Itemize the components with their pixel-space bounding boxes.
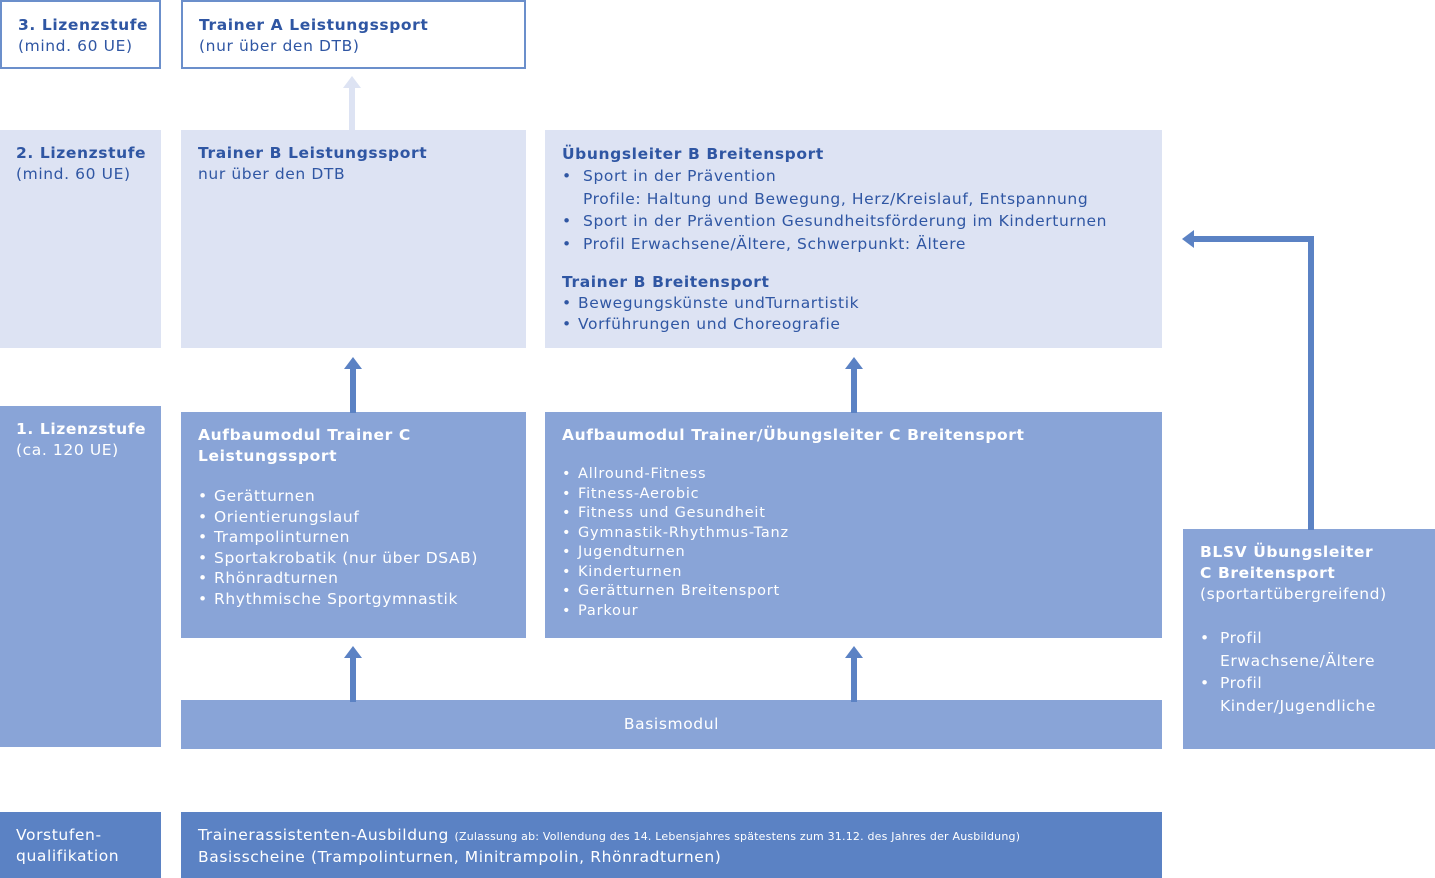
- trainer-b-leistung-box: Trainer B Leistungssport nur über den DT…: [181, 130, 526, 348]
- list-item: Rhönradturnen: [198, 568, 526, 589]
- trainer-a-sub: (nur über den DTB): [199, 37, 360, 55]
- aufbau-breiten-list: Allround-Fitness Fitness-Aerobic Fitness…: [562, 465, 1162, 621]
- list-item: Gerätturnen Breitensport: [562, 582, 1162, 602]
- uebungsleiter-b-title: Übungsleiter B Breitensport: [562, 145, 824, 163]
- prequal-main: Trainerassistenten-Ausbildung: [198, 826, 449, 844]
- arrow-trainer-b-to-a: [343, 76, 361, 132]
- aufbau-breiten-title: Aufbaumodul Trainer/Übungsleiter C Breit…: [562, 426, 1025, 444]
- level2-label-sub: (mind. 60 UE): [16, 165, 131, 183]
- aufbau-breiten-box: Aufbaumodul Trainer/Übungsleiter C Breit…: [545, 412, 1162, 638]
- level1-label-sub: (ca. 120 UE): [16, 441, 119, 459]
- blsv-title-line1: BLSV Übungsleiter: [1200, 543, 1374, 561]
- list-item: Rhythmische Sportgymnastik: [198, 589, 526, 610]
- prequal-line2: Basisscheine (Trampolinturnen, Minitramp…: [198, 848, 722, 866]
- basismodul-label: Basismodul: [623, 715, 720, 733]
- list-item: Orientierungslauf: [198, 507, 526, 528]
- list-item: Allround-Fitness: [562, 465, 1162, 485]
- arrow-basis-to-aufbau-breiten: [845, 646, 863, 702]
- trainer-a-title: Trainer A Leistungssport: [199, 16, 429, 34]
- aufbau-leistung-title: Aufbaumodul Trainer C Leistungssport: [198, 426, 411, 465]
- list-item: Gymnastik-Rhythmus-Tanz: [562, 524, 1162, 544]
- prequal-label: Vorstufen- qualifikation: [0, 812, 161, 878]
- blsv-title-line2: C Breitensport: [1200, 564, 1336, 582]
- breitensport-b-box: Übungsleiter B Breitensport Sport in der…: [545, 130, 1162, 348]
- level3-label-title: 3. Lizenzstufe: [18, 16, 149, 34]
- prequal-label-line1: Vorstufen-: [16, 826, 102, 844]
- trainer-b-breiten-title: Trainer B Breitensport: [562, 273, 770, 291]
- list-item: Trampolinturnen: [198, 527, 526, 548]
- aufbau-leistung-box: Aufbaumodul Trainer C Leistungssport Ger…: [181, 412, 526, 638]
- prequal-note: (Zulassung ab: Vollendung des 14. Lebens…: [454, 830, 1021, 843]
- list-item: Jugendturnen: [562, 543, 1162, 563]
- list-item: Fitness und Gesundheit: [562, 504, 1162, 524]
- list-item: Sport in der Prävention Gesundheitsförde…: [562, 210, 1162, 233]
- list-item: Vorführungen und Choreografie: [562, 314, 1162, 335]
- aufbau-leistung-list: Gerätturnen Orientierungslauf Trampolint…: [198, 486, 526, 609]
- arrow-aufbau-breiten-to-breiten-b: [845, 357, 863, 413]
- level2-label: 2. Lizenzstufe (mind. 60 UE): [0, 130, 161, 348]
- arrow-basis-to-aufbau-leistung: [344, 646, 362, 702]
- level2-label-title: 2. Lizenzstufe: [16, 144, 147, 162]
- list-item: Fitness-Aerobic: [562, 485, 1162, 505]
- list-item: Profil Erwachsene/Ältere, Schwerpunkt: Ä…: [562, 233, 1162, 256]
- blsv-sub: (sportartübergreifend): [1200, 585, 1387, 603]
- basismodul-box: Basismodul: [181, 700, 1162, 749]
- arrow-aufbau-leistung-to-trainer-b: [344, 357, 362, 413]
- list-item: Sportakrobatik (nur über DSAB): [198, 548, 526, 569]
- list-item: Kinderturnen: [562, 563, 1162, 583]
- level1-label: 1. Lizenzstufe (ca. 120 UE): [0, 406, 161, 747]
- prequal-box: Trainerassistenten-Ausbildung (Zulassung…: [181, 812, 1162, 878]
- list-item: Parkour: [562, 602, 1162, 622]
- level1-label-title: 1. Lizenzstufe: [16, 420, 147, 438]
- blsv-box: BLSV Übungsleiter C Breitensport (sporta…: [1183, 529, 1435, 749]
- level3-label: 3. Lizenzstufe (mind. 60 UE): [0, 0, 161, 69]
- trainer-a-box: Trainer A Leistungssport (nur über den D…: [181, 0, 526, 69]
- trainer-b-leistung-title: Trainer B Leistungssport: [198, 144, 428, 162]
- list-item: Gerätturnen: [198, 486, 526, 507]
- trainer-b-leistung-sub: nur über den DTB: [198, 165, 346, 183]
- trainer-b-breiten-list: Bewegungskünste undTurnartistik Vorführu…: [562, 293, 1162, 335]
- prequal-label-line2: qualifikation: [16, 847, 120, 865]
- level3-label-sub: (mind. 60 UE): [18, 37, 133, 55]
- list-item: Bewegungskünste undTurnartistik: [562, 293, 1162, 314]
- arrow-blsv-to-breiten-b: [1182, 230, 1314, 530]
